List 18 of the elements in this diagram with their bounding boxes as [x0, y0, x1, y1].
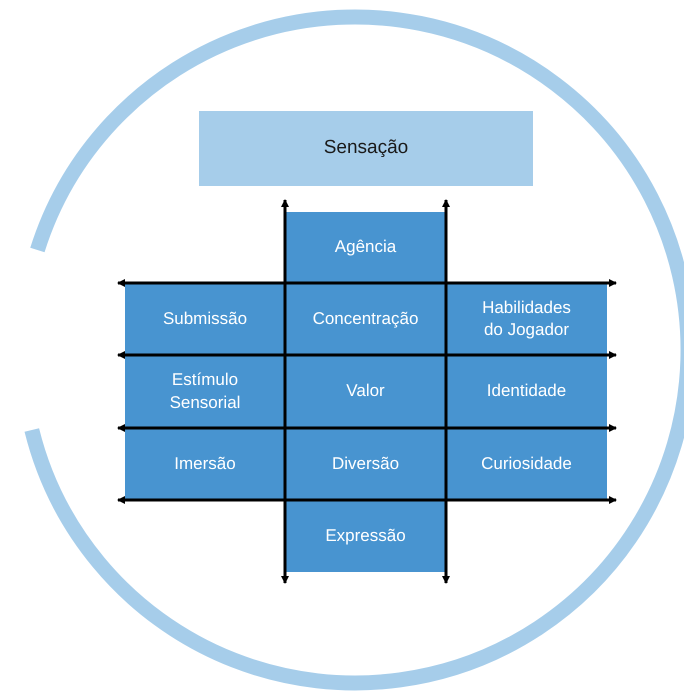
- double-arrow: [117, 496, 617, 504]
- double-arrow: [442, 199, 450, 584]
- grid-cell: Habilidades do Jogador: [446, 283, 607, 355]
- grid-cell: Curiosidade: [446, 428, 607, 500]
- grid-cell: Identidade: [446, 355, 607, 428]
- grid-cell: Imersão: [125, 428, 285, 500]
- double-arrow: [281, 199, 289, 584]
- grid-cell: Estímulo Sensorial: [125, 355, 285, 428]
- grid-cell: Diversão: [285, 428, 446, 500]
- double-arrow: [117, 279, 617, 287]
- grid-cell: Expressão: [285, 500, 446, 572]
- double-arrow: [117, 424, 617, 432]
- heading-box: Sensação: [199, 111, 533, 186]
- grid-cell: Concentração: [285, 283, 446, 355]
- double-arrow: [117, 351, 617, 359]
- grid-cell: Agência: [285, 212, 446, 283]
- grid-cell: Valor: [285, 355, 446, 428]
- grid-cell: Submissão: [125, 283, 285, 355]
